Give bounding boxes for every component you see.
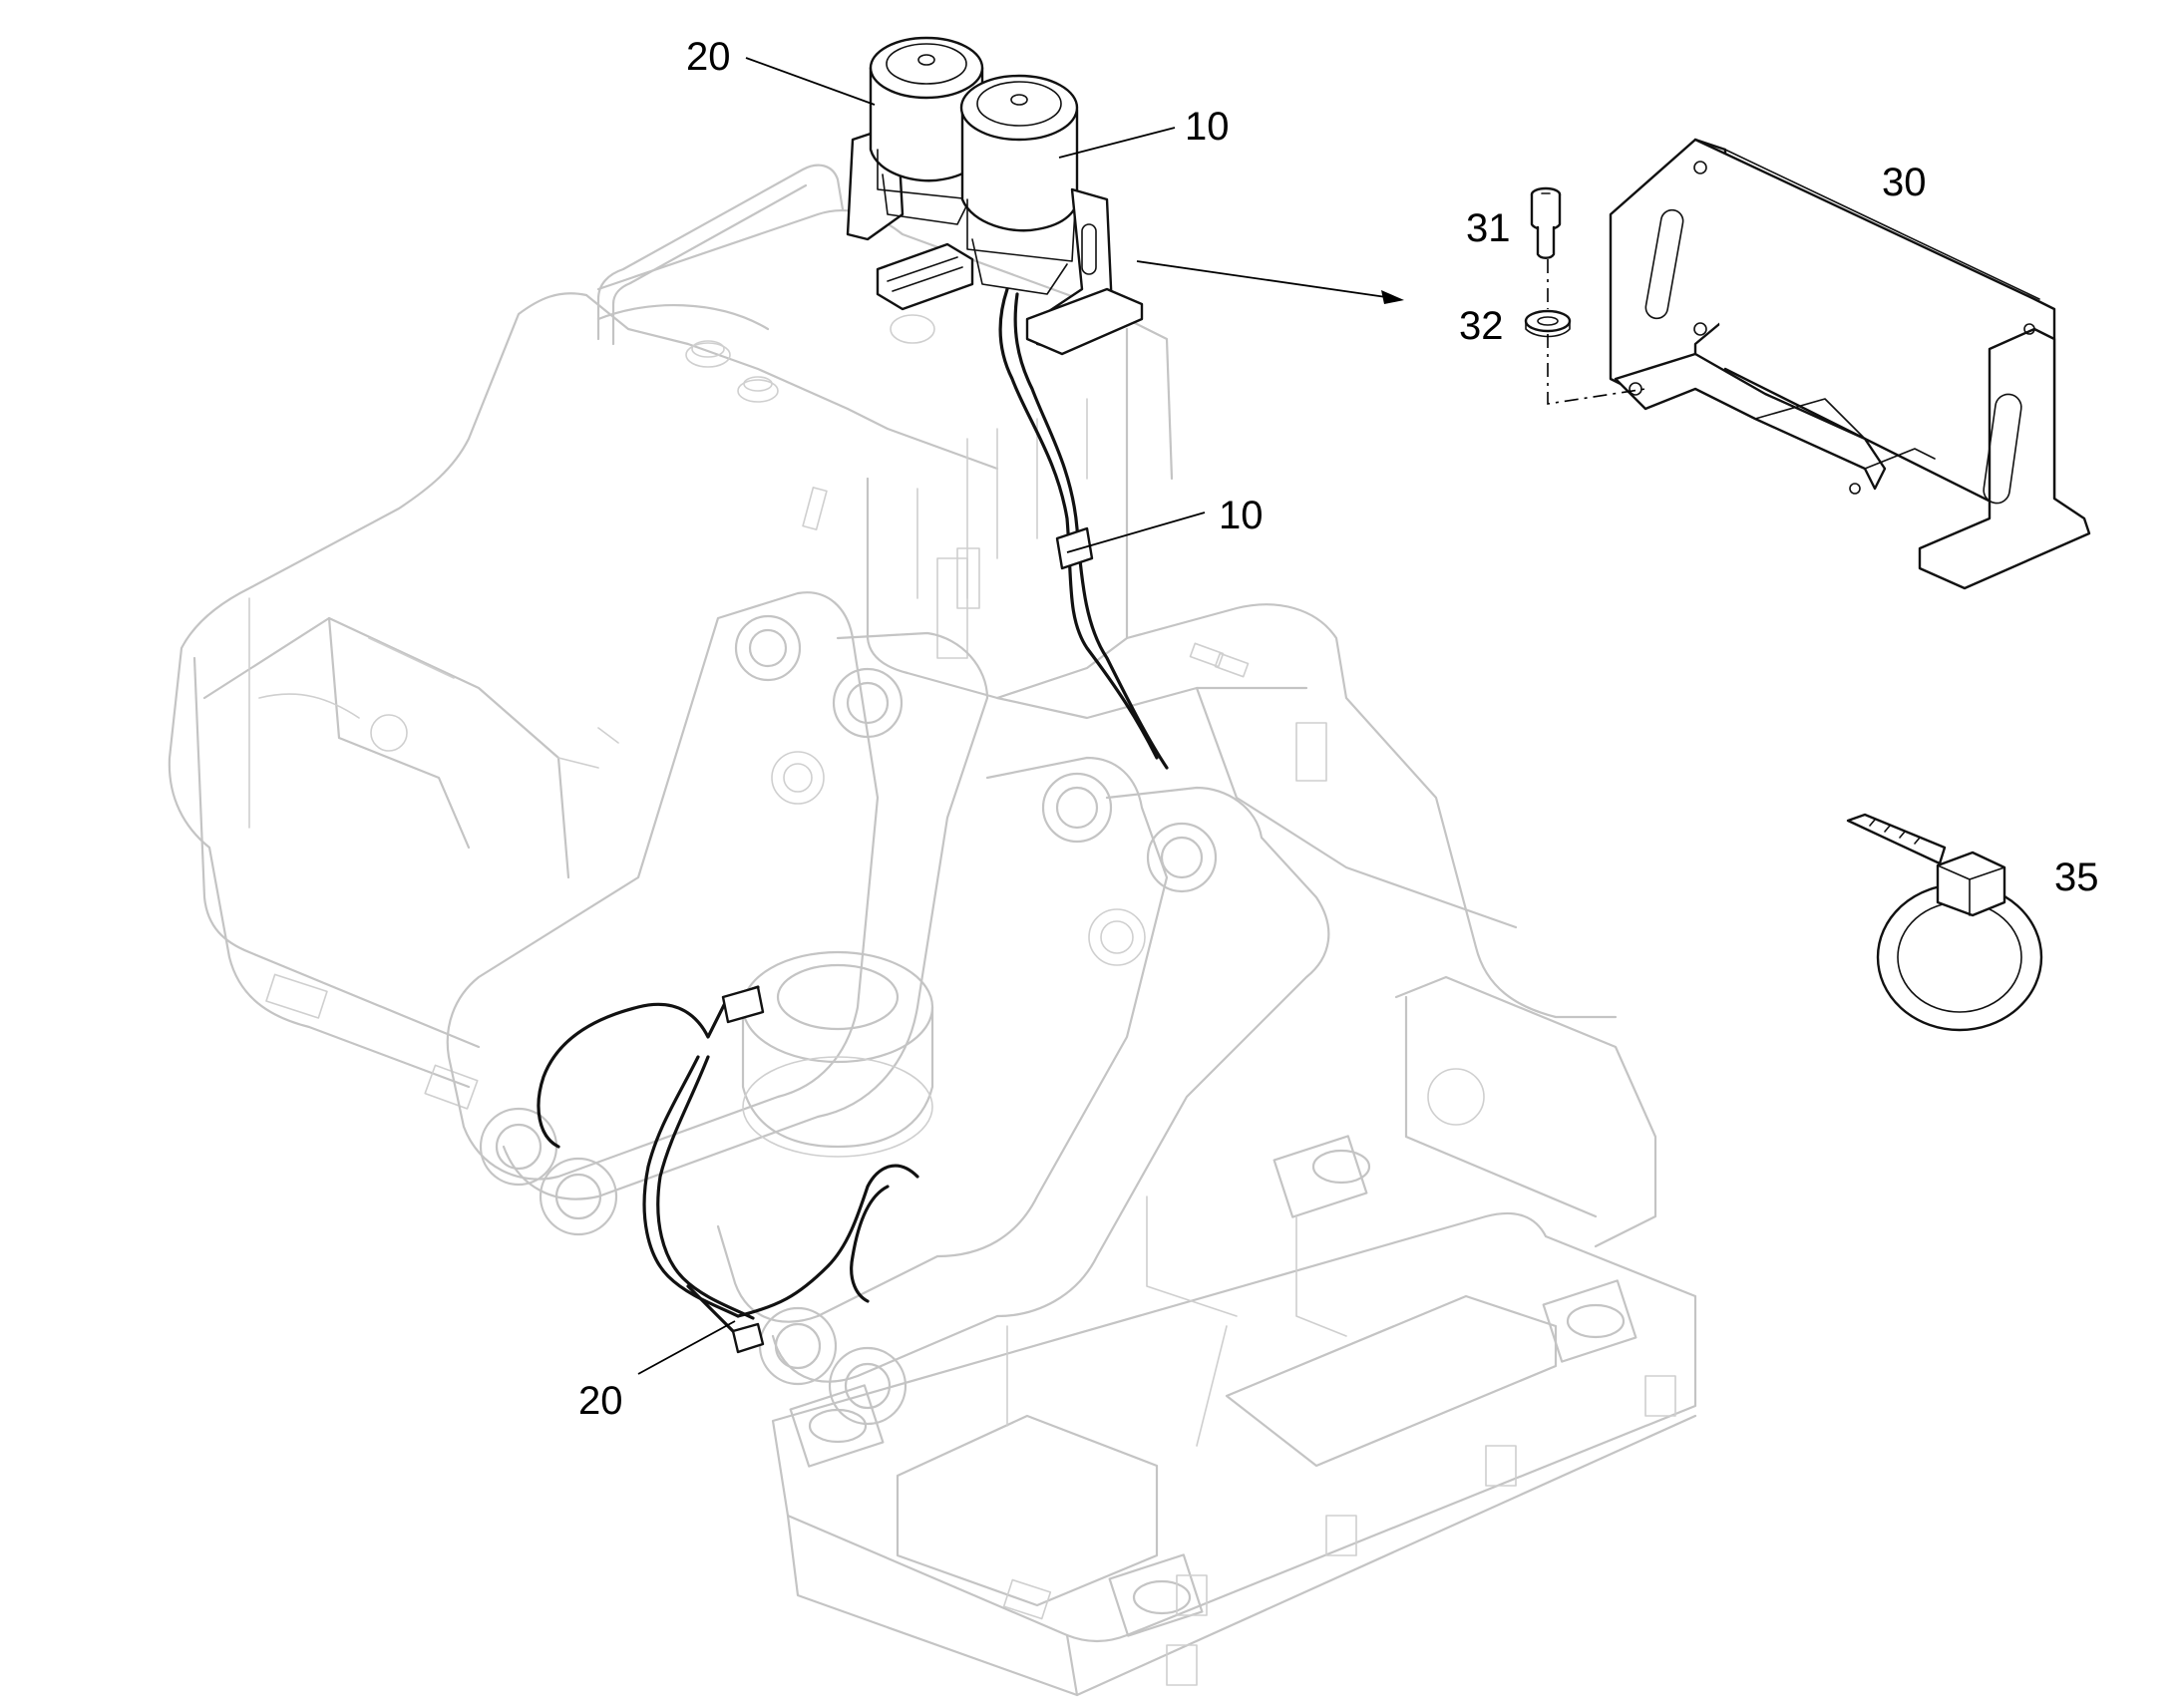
callouts: 20 10 30 31 32 10 35 20 [578,35,2099,1423]
callout-cable-tie: 35 [2054,855,2099,899]
hex-socket-screw-icon [1530,186,1562,259]
callout-motor-single: 10 [1185,105,1230,149]
callout-mounting-bracket: 30 [1882,161,1927,204]
callout-motor-group: 20 [686,35,731,79]
flat-washer-icon [1524,309,1572,338]
cable-tie-icon [1846,813,2043,1032]
callout-harness-mid: 10 [1219,494,1264,537]
machine-frame [168,164,1697,1697]
motor-assembly [846,36,1169,770]
callout-harness-lower: 20 [578,1379,623,1423]
leader-lines [637,57,1404,1375]
assembly-centerline [1547,259,1646,405]
callout-washer: 32 [1459,304,1504,348]
arrowhead-icon [1381,290,1404,304]
mounting-bracket [1609,138,2091,590]
callout-screw: 31 [1466,206,1511,250]
lower-harness [537,985,919,1354]
